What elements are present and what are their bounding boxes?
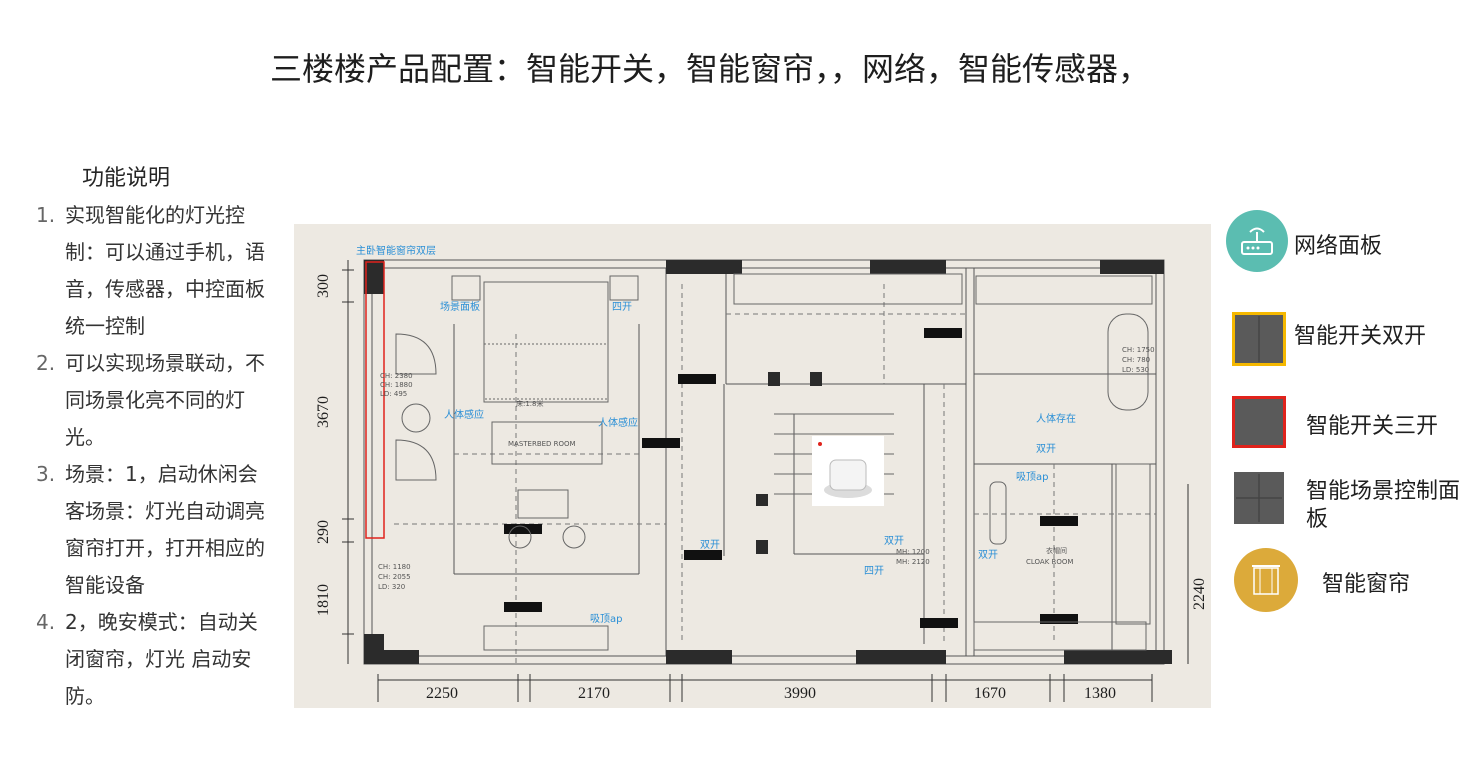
- dimension-lines: [342, 260, 1189, 702]
- note: CH: 1750: [1122, 346, 1155, 354]
- function-item: 4. 2，晚安模式：自动关闭窗帘，灯光 启动安防。: [36, 604, 276, 715]
- note: CH: 2055: [378, 573, 411, 581]
- legend-network-panel: [1226, 210, 1288, 272]
- dim-bottom: 2170: [578, 685, 610, 702]
- label-ceiling-ap: 吸顶ap: [1016, 471, 1048, 483]
- label-masterbed: MASTERBED ROOM: [508, 440, 576, 448]
- label-body-sensor: 人体感应: [598, 416, 638, 429]
- label-double-switch: 双开: [978, 549, 998, 561]
- page-title: 三楼楼产品配置：智能开关，智能窗帘，，网络，智能传感器，: [269, 50, 1150, 88]
- note: 床:1.8米: [516, 399, 544, 408]
- item-number: 2.: [36, 351, 56, 375]
- label-scene-panel: 场景面板: [440, 300, 480, 313]
- legend-scene-panel: [1234, 472, 1284, 524]
- label-presence: 人体存在: [1036, 412, 1076, 425]
- router-icon: [1226, 210, 1288, 272]
- label-body-sensor: 人体感应: [444, 408, 484, 421]
- dim-bottom: 2250: [426, 685, 458, 702]
- note: CH: 2380: [380, 372, 413, 380]
- legend-triple-switch: [1232, 396, 1286, 448]
- dim-bottom: 1380: [1084, 685, 1116, 702]
- dim-right: 2240: [1191, 578, 1208, 610]
- legend-double-switch: [1232, 312, 1286, 366]
- function-list: 1. 实现智能化的灯光控制：可以通过手机，语音，传感器，中控面板统一控制 2. 可以…: [36, 197, 276, 715]
- dim-left: 290: [315, 520, 332, 544]
- function-item: 2. 可以实现场景联动，不同场景化亮不同的灯光。: [36, 345, 276, 456]
- note: CH: 1880: [380, 381, 413, 389]
- note: LD: 495: [380, 390, 407, 398]
- triple-switch-icon: [1232, 396, 1286, 448]
- note: CH: 1180: [378, 563, 411, 571]
- item-number: 3.: [36, 462, 56, 486]
- dim-left: 300: [315, 274, 332, 298]
- item-text: 场景：1，启动休闲会客场景：灯光自动调亮窗帘打开，打开相应的智能设备: [65, 462, 265, 597]
- label-double-switch: 双开: [1036, 443, 1056, 455]
- item-text: 实现智能化的灯光控制：可以通过手机，语音，传感器，中控面板统一控制: [65, 203, 265, 338]
- label-curtain: 主卧智能窗帘双层: [356, 244, 436, 257]
- legend-curtain: [1234, 548, 1298, 612]
- legend-label: 智能场景控制面板: [1306, 479, 1461, 532]
- function-item: 1. 实现智能化的灯光控制：可以通过手机，语音，传感器，中控面板统一控制: [36, 197, 276, 345]
- dim-bottom: 1670: [974, 685, 1006, 702]
- legend-label: 智能窗帘: [1322, 572, 1411, 597]
- label-double-switch: 双开: [700, 539, 720, 551]
- item-number: 4.: [36, 610, 56, 634]
- item-number: 1.: [36, 203, 56, 227]
- note: CH: 780: [1122, 356, 1150, 364]
- walls: [363, 259, 1165, 665]
- item-text: 2，晚安模式：自动关闭窗帘，灯光 启动安防。: [65, 610, 258, 708]
- ap-product-image: [812, 436, 884, 506]
- label-ceiling-ap: 吸顶ap: [590, 613, 622, 625]
- note: MH: 2120: [896, 558, 930, 566]
- item-text: 可以实现场景联动，不同场景化亮不同的灯光。: [65, 351, 265, 449]
- wall-blocks: [364, 260, 1172, 664]
- label-four-switch: 四开: [864, 566, 884, 577]
- floor-plan: 主卧智能窗帘双层 场景面板 四开 人体感应 人体感应 吸顶ap 双开 双开 四开…: [294, 224, 1211, 708]
- curtain-highlight: [365, 261, 385, 539]
- label-cloak-en: CLOAK ROOM: [1026, 558, 1073, 566]
- furniture: [395, 273, 1153, 651]
- label-four-switch: 四开: [612, 302, 632, 313]
- double-switch-icon: [1232, 312, 1286, 366]
- legend-label: 网络面板: [1294, 234, 1383, 259]
- legend-label: 智能开关双开: [1294, 324, 1427, 349]
- legend-label: 智能开关三开: [1306, 414, 1439, 439]
- function-title: 功能说明: [82, 166, 171, 191]
- curtain-icon: [1234, 548, 1298, 612]
- dim-left: 3670: [315, 396, 332, 428]
- note: LD: 530: [1122, 366, 1149, 374]
- dim-bottom: 3990: [784, 685, 816, 702]
- scene-panel-icon: [1234, 472, 1284, 524]
- label-double-switch: 双开: [884, 535, 904, 547]
- dim-left: 1810: [315, 584, 332, 616]
- note: LD: 320: [378, 583, 405, 591]
- function-item: 3. 场景：1，启动休闲会客场景：灯光自动调亮窗帘打开，打开相应的智能设备: [36, 456, 276, 604]
- label-cloak-cn: 衣帽间: [1046, 546, 1067, 555]
- note: MH: 1200: [896, 548, 930, 556]
- switch-markers: [504, 328, 1078, 628]
